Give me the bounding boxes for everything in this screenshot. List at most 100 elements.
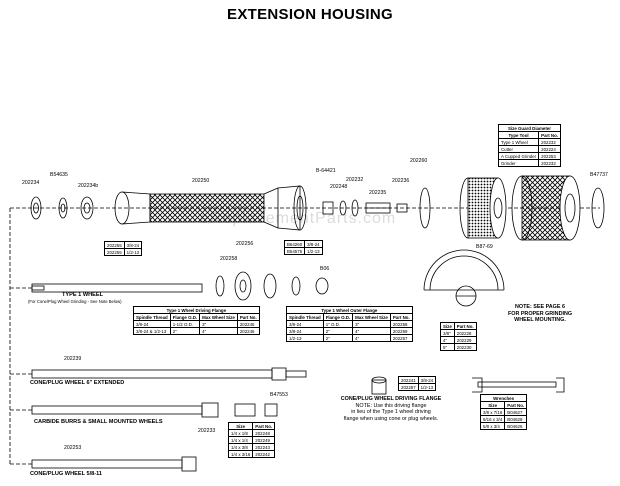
table-cell: 3/8-24 (417, 376, 437, 384)
carbide-burr-spindle (31, 402, 278, 418)
extension-housing-body (114, 185, 307, 231)
table-cell: 2" (322, 327, 354, 335)
table-header: Type Tool (497, 131, 540, 139)
part-number: 202256 (236, 241, 254, 247)
part-number: 202235 (369, 190, 387, 196)
table-header: Part No. (538, 131, 561, 139)
part-number: 202236 (392, 178, 410, 184)
bearing-2 (80, 196, 94, 220)
table-header: Part No. (504, 401, 528, 409)
table-cell: 202255 (104, 241, 125, 249)
table-header: Part No. (252, 422, 276, 430)
table-cell: B64260 (283, 240, 306, 248)
table-cell: Type 1 Wheel (497, 138, 540, 146)
table-cell: 3/8-24 (133, 320, 171, 328)
table-cell: 202255 (104, 248, 125, 256)
table-cell: 202241 (398, 376, 419, 384)
part-number: 202234b (78, 183, 99, 189)
table-cell: 202257 (398, 383, 419, 391)
table-cell: 3/8-24 & 1/2-13 (133, 327, 171, 335)
table-header: Spindle Thread (133, 313, 171, 321)
type1-driving-flange-table: Type 1 Wheel Driving Flange Spindle Thre… (133, 306, 260, 335)
type1-flange-parts (215, 271, 329, 301)
plug-flange-note: CONE/PLUG WHEEL DRIVING FLANGE NOTE: Use… (336, 396, 446, 422)
table-cell: 3/8-24 (304, 240, 323, 248)
note-line: NOTE: Use this driving flange (355, 402, 427, 409)
table-cell: 1/2-13 (417, 383, 437, 391)
type1-spindle (31, 283, 203, 293)
note-title: CONE/PLUG WHEEL DRIVING FLANGE (340, 396, 442, 402)
table-title: Wrenches (479, 394, 528, 402)
table-cell: 202258 (389, 320, 413, 328)
part-number: 202250 (192, 178, 210, 184)
table-cell: 202245 (236, 320, 260, 328)
table-cell: 202248 (252, 429, 276, 437)
cone-plug-6in-spindle (31, 367, 307, 381)
table-cell: 3/8" (440, 329, 455, 337)
table-cell: 5" (440, 343, 455, 351)
table-cell: B04627 (504, 408, 528, 416)
note-line: FOR PROPER GRINDING (507, 310, 573, 317)
table-header: Part No. (453, 322, 477, 330)
table-cell: 202228 (453, 329, 477, 337)
part-number: 202233 (198, 428, 216, 434)
label-cone-58: CONE/PLUG WHEEL 5/8-11 (30, 471, 103, 477)
table-title: Type 1 Wheel Driving Flange (133, 306, 260, 314)
o-ring (591, 187, 605, 229)
table-cell: 202257 (389, 334, 413, 342)
part-number: B54635 (50, 172, 68, 178)
table-cell: 1/4 x 3/16 (227, 450, 254, 458)
table-cell: 202259 (389, 327, 413, 335)
wheel-guard-cup (511, 175, 581, 241)
table-header: Size (440, 322, 455, 330)
table-cell: 4" (440, 336, 455, 344)
bearing-1 (30, 196, 42, 220)
table-cell: 202224 (538, 145, 561, 153)
table-cell: 202232 (538, 138, 561, 146)
label-cone-6in: CONE/PLUG WHEEL 6" EXTENDED (30, 380, 125, 386)
table-cell: 3/8-24 (286, 320, 324, 328)
cone-plug-58-spindle (31, 456, 197, 472)
table-cell: 9/16 x 3/4 (479, 415, 506, 423)
table-cell: 1/2-13 (286, 334, 324, 342)
note-line: WHEEL MOUNTING. (514, 317, 566, 324)
part-number: B06 (320, 266, 330, 272)
wheel-guard (423, 249, 505, 307)
table-cell: 2" (169, 327, 201, 335)
label-type1-wheel: TYPE 1 WHEEL (62, 292, 104, 298)
table-cell: 1-1/2 O.D. (169, 320, 201, 328)
table-cell: Grinder (497, 159, 540, 167)
table-cell: 4" (352, 334, 391, 342)
part-number: B47737 (590, 172, 608, 178)
table-cell: 2" (322, 334, 354, 342)
table-header: Spindle Thread (286, 313, 324, 321)
table-cell: 3" (352, 320, 391, 328)
table-cell: 202246 (236, 327, 260, 335)
table-cell: 4" (352, 327, 391, 335)
table-cell: 1/4 x 1/8 (227, 429, 254, 437)
note-line: NOTE: SEE PAGE 6 (515, 304, 565, 310)
table-header: Flange O.D. (322, 313, 354, 321)
part-number: B47553 (270, 392, 288, 398)
table-header: Max Wheel Size (199, 313, 238, 321)
table-header: Part No. (236, 313, 260, 321)
table-cell: 1/4 x 1/4 (227, 436, 254, 444)
table-cell: 202243 (252, 443, 276, 451)
table-title: Size Guard Diameter (498, 124, 561, 132)
table-header: Size (227, 422, 254, 430)
table-cell: Cutter (497, 145, 540, 153)
table-cell: 202249 (252, 436, 276, 444)
part-number: 202234 (22, 180, 40, 186)
table-cell: B04626 (504, 422, 528, 430)
spindle-pin (365, 202, 391, 214)
table-cell: 1" O.D. (322, 320, 354, 328)
table-cell: 1/2-13 (123, 248, 143, 256)
table-cell: 3/8-24 (123, 241, 143, 249)
label-carbide-burrs: CARBIDE BURRS & SMALL MOUNTED WHEELS (34, 419, 163, 425)
mounting-note: NOTE: SEE PAGE 6 FOR PROPER GRINDING WHE… (500, 304, 580, 324)
table-cell: 1/4 x 3/8 (227, 443, 254, 451)
